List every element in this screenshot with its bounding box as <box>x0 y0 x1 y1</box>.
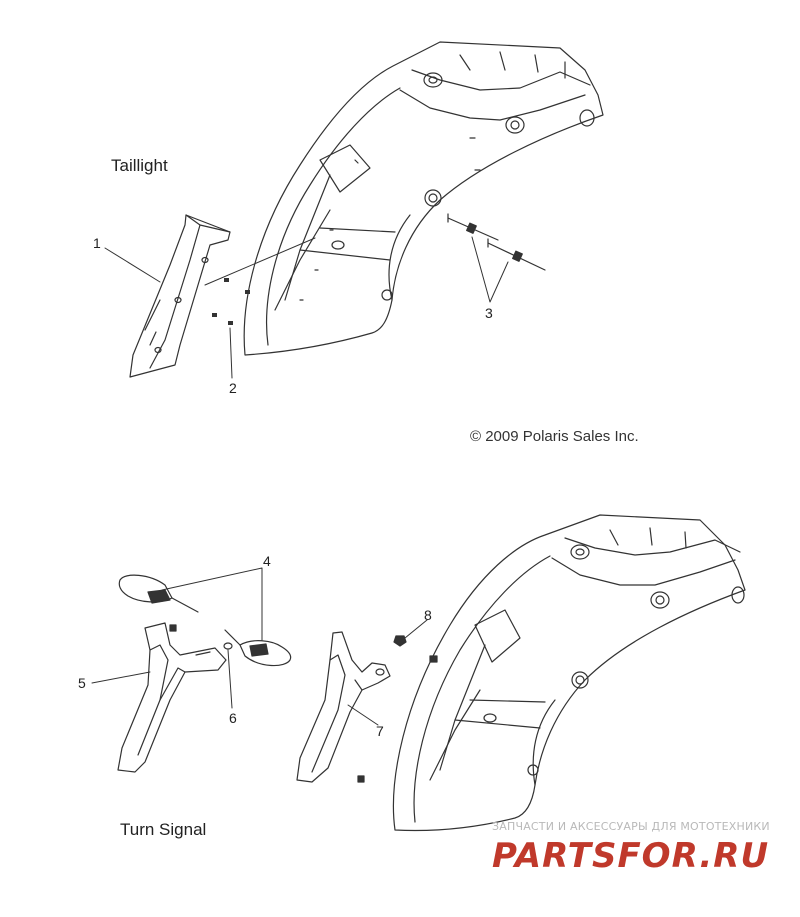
watermark-logo: PARTSFOR.RU <box>492 836 769 876</box>
callout-4: 4 <box>263 553 271 569</box>
callout-8: 8 <box>424 607 432 623</box>
bracket-part-5 <box>117 622 227 773</box>
copyright-notice: © 2009 Polaris Sales Inc. <box>470 428 639 445</box>
bolts-part-3 <box>447 213 546 271</box>
taillight-part-1 <box>129 214 231 378</box>
leader-lines-top <box>104 236 509 379</box>
callout-7: 7 <box>376 723 384 739</box>
callout-1: 1 <box>93 235 101 251</box>
watermark-logo-text: PARTSFOR.RU <box>492 836 770 876</box>
watermark-subtitle: ЗАПЧАСТИ И АКСЕССУАРЫ ДЛЯ МОТОТЕХНИКИ <box>492 820 770 833</box>
taillight-section-title: Taillight <box>111 156 168 175</box>
callout-5: 5 <box>78 675 86 691</box>
bracket-part-7 <box>296 631 391 783</box>
rear-fender-top <box>243 41 604 356</box>
washer-part-6 <box>223 642 233 650</box>
callout-2: 2 <box>229 380 237 396</box>
turn-signal-section-title: Turn Signal <box>120 820 207 839</box>
callout-3: 3 <box>485 305 493 321</box>
turn-signals-part-4 <box>118 574 292 667</box>
rear-fender-bottom <box>392 514 746 832</box>
nuts-part-8 <box>393 635 438 663</box>
leader-lines-bottom <box>91 567 428 726</box>
callout-6: 6 <box>229 710 237 726</box>
fasteners-part-2 <box>212 278 250 325</box>
